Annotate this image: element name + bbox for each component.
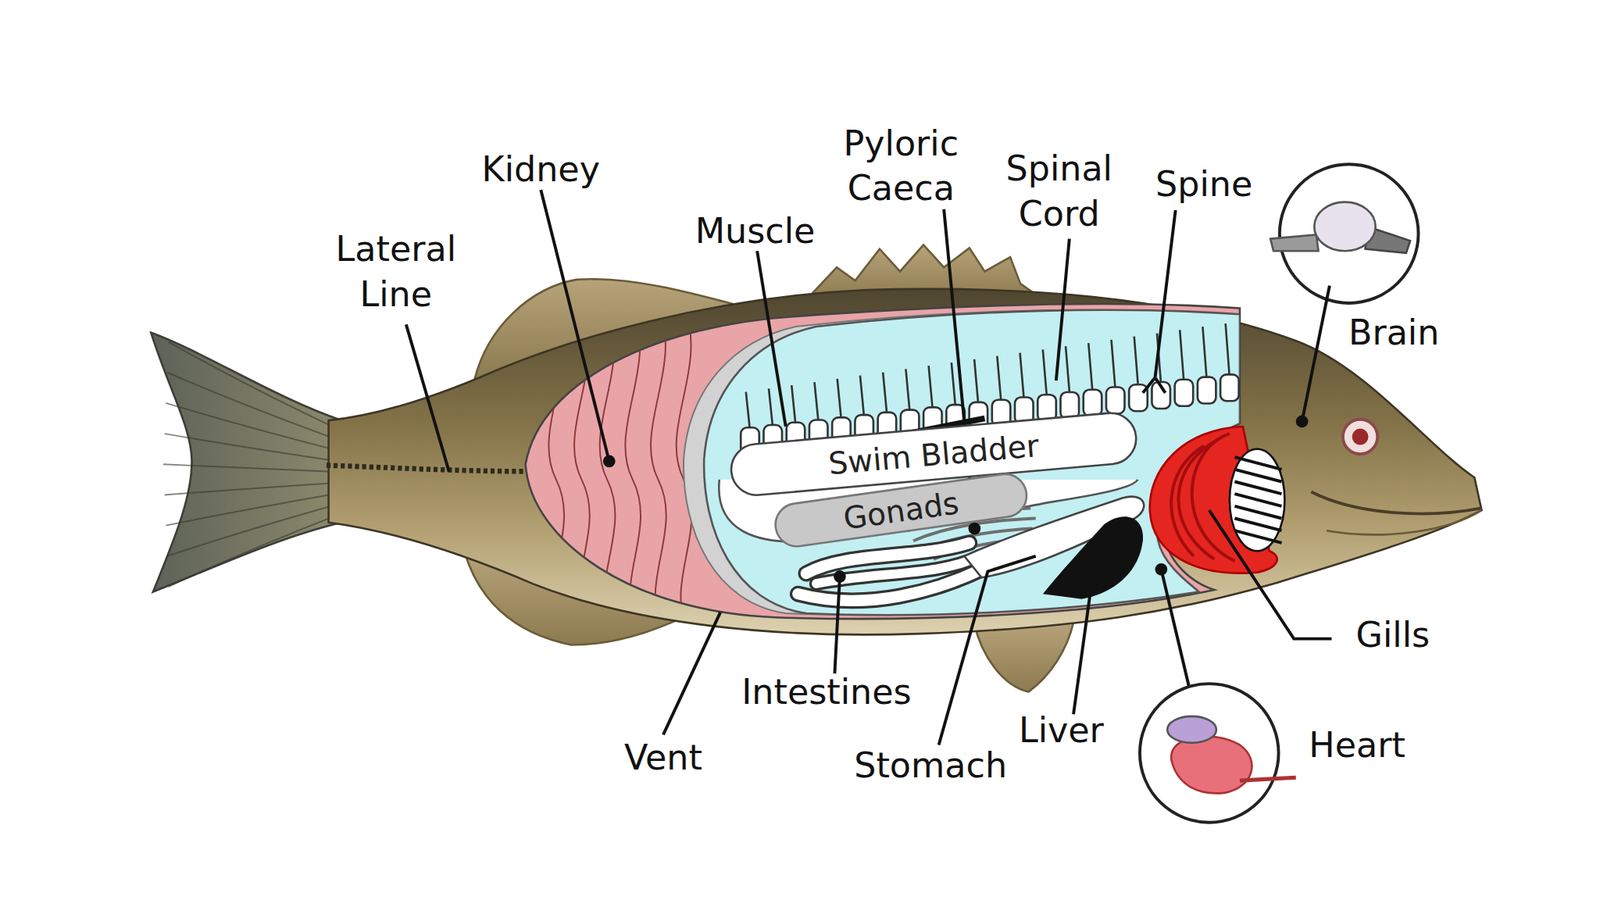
liver — [1042, 516, 1143, 599]
lateral-line-mark — [326, 465, 536, 472]
cavity — [703, 310, 1240, 615]
fin-ray — [168, 515, 338, 587]
heart-ventricle — [1171, 735, 1252, 793]
neural-spine — [951, 362, 956, 408]
fish-body — [328, 289, 1483, 635]
part-label: Muscle — [632, 207, 878, 253]
part-label: Spinal Cord — [977, 146, 1141, 236]
neural-spine — [996, 356, 1001, 404]
muscle-band — [650, 306, 667, 633]
neural-spine — [928, 365, 933, 411]
fin-ray — [167, 504, 337, 557]
gill-filament — [1234, 469, 1282, 483]
gill-filament — [1234, 518, 1282, 532]
neural-spine — [1088, 342, 1093, 393]
organ-label: Swim Bladder — [827, 427, 1041, 482]
gill-arches — [1171, 433, 1235, 561]
fin-ray — [168, 342, 338, 429]
part-label: Heart — [1234, 722, 1479, 768]
leader-dots — [603, 415, 1309, 589]
neural-spines — [746, 323, 1230, 431]
part-label: Kidney — [418, 146, 664, 192]
neural-spine — [814, 382, 818, 423]
eye — [1342, 419, 1378, 454]
neural-spine — [1179, 329, 1184, 383]
neural-spine — [1042, 349, 1047, 398]
organ-fill — [772, 471, 1029, 549]
gill-filament — [1234, 457, 1282, 470]
vertebra — [1106, 387, 1125, 415]
gill-filament — [1234, 506, 1282, 519]
fin-ray — [164, 433, 337, 461]
gill-filament — [1234, 493, 1282, 507]
fin-ray — [163, 464, 337, 472]
neural-spine — [1225, 323, 1230, 378]
brain-lobe — [1314, 202, 1375, 252]
jaw — [1326, 510, 1483, 535]
neural-spine — [791, 385, 796, 425]
pupil — [1352, 428, 1369, 446]
mouth-line — [1310, 492, 1482, 515]
part-label: Brain — [1271, 310, 1516, 355]
fin-ray — [164, 482, 337, 496]
heart-inset — [1139, 683, 1279, 823]
fin-ray — [167, 372, 337, 440]
pelvic-fin — [974, 622, 1074, 693]
neural-spine — [1110, 339, 1115, 391]
neural-spine — [974, 359, 979, 406]
fin-rays — [163, 342, 337, 587]
neural-spine — [768, 388, 773, 429]
vertebra — [1060, 392, 1079, 419]
neural-spine — [746, 392, 750, 432]
muscle-band — [548, 306, 565, 633]
part-label: Intestines — [703, 669, 949, 715]
gill-filament — [1234, 530, 1282, 543]
muscle-bands — [548, 306, 692, 633]
heart-vessel — [1239, 777, 1297, 781]
neural-spine — [837, 378, 842, 421]
part-label: Stomach — [807, 742, 1053, 788]
neural-spine — [882, 372, 887, 416]
neural-spine — [905, 368, 910, 413]
fin-ray — [165, 493, 337, 526]
part-label: Gills — [1270, 612, 1515, 658]
neural-spine — [1065, 346, 1070, 396]
intestines — [797, 542, 982, 601]
brain-stem — [1270, 234, 1318, 251]
neural-spine — [860, 375, 865, 418]
gill-filament-lines — [1234, 457, 1282, 543]
part-label: Spine — [1081, 160, 1326, 206]
brain-inset — [1279, 164, 1419, 304]
vertebra — [1083, 389, 1103, 417]
gill-filaments — [1229, 449, 1286, 552]
neural-spine — [1202, 326, 1207, 380]
part-label: Lateral Line — [306, 226, 486, 317]
vertebra — [1197, 377, 1217, 404]
tail-fin — [150, 332, 342, 593]
gill-filament — [1234, 481, 1282, 494]
fin-ray — [165, 403, 337, 450]
muscle-band — [600, 306, 616, 633]
muscle-band — [625, 306, 641, 633]
neural-spine — [1134, 336, 1139, 388]
vertebra — [1175, 379, 1194, 407]
leader-lines — [406, 189, 1333, 746]
heart-atrium — [1167, 716, 1217, 743]
part-label: Pyloric Caeca — [811, 120, 991, 211]
neural-spine — [1020, 353, 1025, 401]
vertebra — [1220, 374, 1240, 401]
part-label: Vent — [540, 734, 786, 779]
